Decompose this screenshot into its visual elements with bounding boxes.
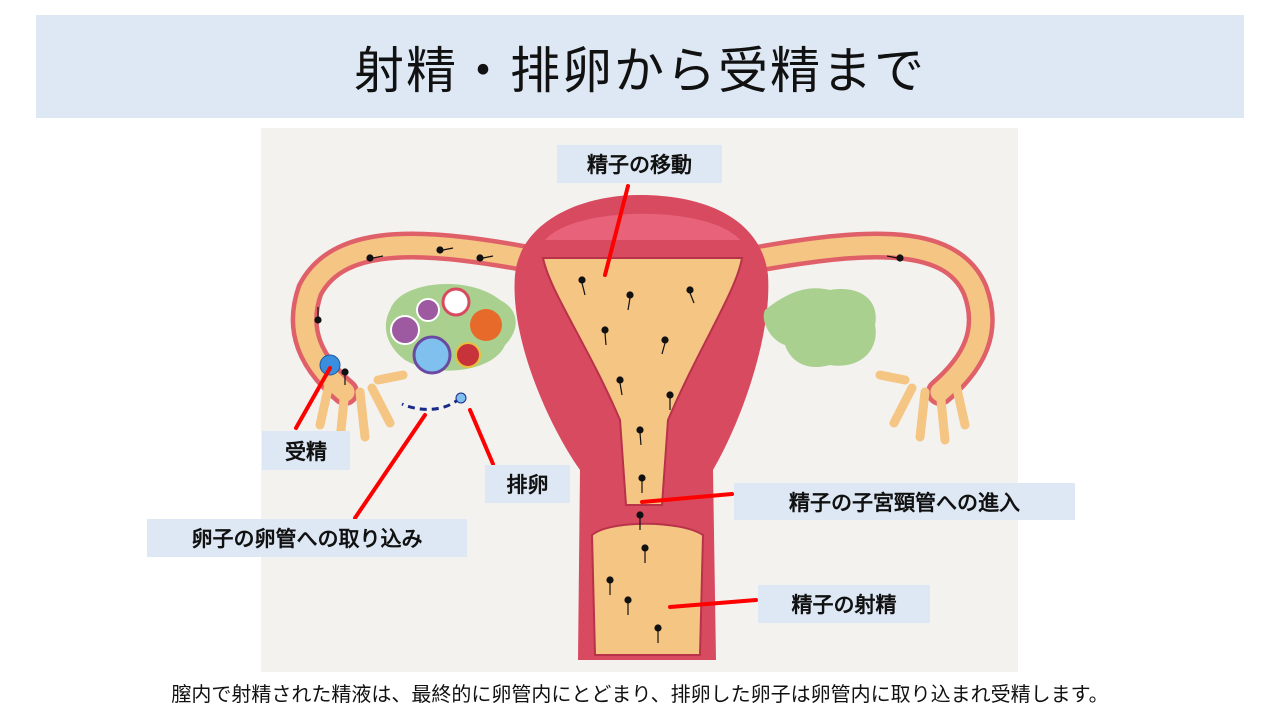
left-fallopian-tube (290, 231, 559, 445)
slide-caption: 膣内で射精された精液は、最終的に卵管内にとどまり、排卵した卵子は卵管内に取り込ま… (171, 682, 1109, 706)
label-cervical-entry: 精子の子宮頸管への進入 (734, 483, 1075, 520)
label-egg-pickup: 卵子の卵管への取り込み (147, 519, 467, 557)
fertilized-egg (319, 354, 341, 376)
label-ovulation: 排卵 (485, 465, 570, 503)
pointer-lines (294, 184, 758, 609)
label-ejaculation: 精子の射精 (758, 585, 930, 623)
left-ovary (385, 283, 516, 375)
label-sperm-migration: 精子の移動 (557, 145, 722, 183)
ovulated-egg (455, 392, 467, 404)
vaginal-canal (590, 522, 705, 656)
slide-title: 射精・排卵から受精まで (354, 41, 926, 100)
uterine-cavity (541, 257, 744, 506)
uterine-fundus (545, 213, 740, 240)
sperm-cells (314, 246, 904, 643)
title-bar: 射精・排卵から受精まで (36, 15, 1244, 118)
right-ovary (763, 288, 876, 368)
egg-pickup-path (401, 396, 462, 411)
right-fallopian-tube (726, 231, 995, 445)
label-fertilization: 受精 (262, 431, 350, 470)
